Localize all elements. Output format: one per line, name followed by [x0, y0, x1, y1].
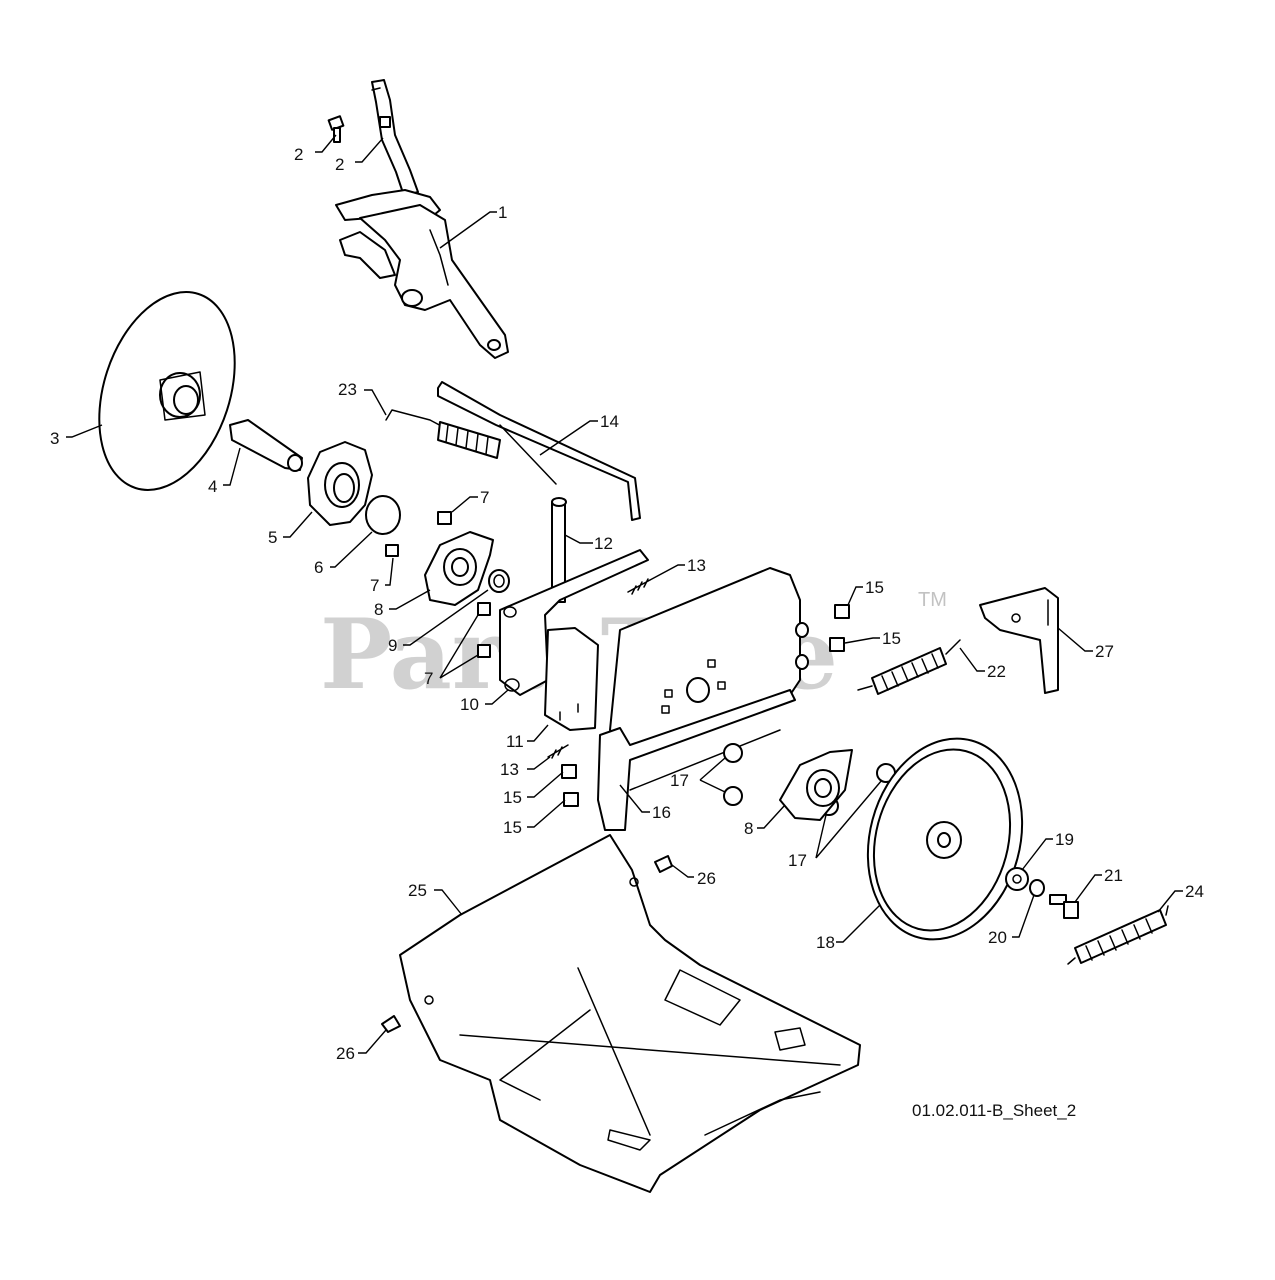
callout-27: 27 [1095, 642, 1114, 661]
callout-1: 1 [498, 203, 507, 222]
callout-15a: 15 [865, 578, 884, 597]
callout-23: 23 [338, 380, 357, 399]
callout-5: 5 [268, 528, 277, 547]
part-20-lock-washer [1029, 879, 1045, 897]
part-22-spring [857, 639, 961, 695]
callout-10: 10 [460, 695, 479, 714]
callout-7c: 7 [424, 669, 433, 688]
sheet-identifier: 01.02.011-B_Sheet_2 [912, 1101, 1076, 1120]
part-6-snap-ring [365, 495, 401, 535]
callout-18: 18 [816, 933, 835, 952]
part-16-mounting-plate [597, 567, 809, 831]
part-5-bearing-housing [307, 441, 373, 526]
callout-9: 9 [388, 636, 397, 655]
callout-16: 16 [652, 803, 671, 822]
part-11-bracket [544, 627, 599, 731]
callout-21: 21 [1104, 866, 1123, 885]
part-14-shift-rod [437, 381, 641, 521]
part-12-rod [551, 497, 567, 603]
part-27-bracket [979, 587, 1059, 694]
callout-15c: 15 [503, 788, 522, 807]
callout-24: 24 [1185, 882, 1204, 901]
callout-labels: 2 2 1 3 4 23 14 5 6 7 7 12 8 9 7 13 15 1… [50, 145, 1204, 1063]
leader-lines [66, 134, 1183, 1054]
callout-20: 20 [988, 928, 1007, 947]
callout-8b: 8 [744, 819, 753, 838]
callout-22: 22 [987, 662, 1006, 681]
part-2-bolts [327, 115, 391, 143]
callout-7b: 7 [370, 576, 379, 595]
callout-2b: 2 [335, 155, 344, 174]
callout-26a: 26 [697, 869, 716, 888]
part-23-spring [385, 409, 501, 459]
callout-17a: 17 [670, 771, 689, 790]
callout-8a: 8 [374, 600, 383, 619]
part-13-springs [547, 578, 651, 759]
callout-17b: 17 [788, 851, 807, 870]
callout-13a: 13 [687, 556, 706, 575]
callout-7a: 7 [480, 488, 489, 507]
callout-11: 11 [506, 732, 524, 751]
part-25-cover [399, 834, 861, 1193]
part-26-screws [381, 855, 673, 1033]
part-24-spring [1067, 905, 1169, 965]
part-4-shaft [229, 419, 303, 472]
part-21-bolt [1049, 894, 1079, 919]
part-19-washer [1005, 867, 1029, 891]
callout-19: 19 [1055, 830, 1074, 849]
callout-14: 14 [600, 412, 619, 431]
watermark-trademark: TM [918, 589, 947, 611]
part-10-lever [499, 549, 649, 696]
callout-2a: 2 [294, 145, 303, 164]
part-7-bolts [385, 511, 491, 658]
part-1-shift-lever [335, 79, 509, 359]
callout-13b: 13 [500, 760, 519, 779]
part-9-bushing [488, 569, 510, 593]
callout-26b: 26 [336, 1044, 355, 1063]
part-8-flange-bearing-left [424, 531, 494, 606]
callout-4: 4 [208, 477, 217, 496]
callout-15d: 15 [503, 818, 522, 837]
part-18-pulley [866, 737, 1024, 941]
part-3-drive-disc [98, 291, 236, 491]
part-15-nuts [561, 604, 850, 807]
callout-3: 3 [50, 429, 59, 448]
callout-15b: 15 [882, 629, 901, 648]
callout-25: 25 [408, 881, 427, 900]
callout-12: 12 [594, 534, 613, 553]
callout-6: 6 [314, 558, 323, 577]
part-8-flange-bearing-right [779, 749, 853, 821]
